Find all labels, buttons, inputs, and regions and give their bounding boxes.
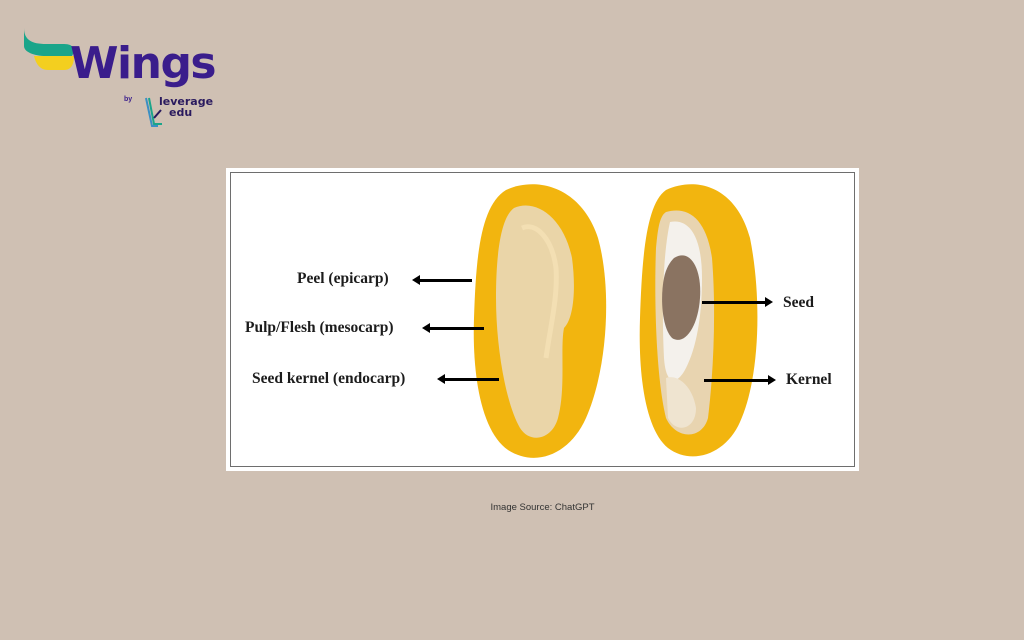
diagram-frame: [230, 172, 855, 467]
arrow-left-icon: [422, 323, 484, 332]
arrow-right-icon: [704, 375, 776, 384]
label-seed: Seed: [783, 294, 814, 311]
mango-half-left-image: [473, 184, 607, 458]
label-seed-kernel: Seed kernel (endocarp): [252, 370, 406, 387]
wing-swoosh-icon: [24, 28, 74, 70]
arrow-left-icon: [437, 374, 499, 383]
arrow-left-icon: [412, 275, 472, 284]
image-source-caption: Image Source: ChatGPT: [490, 502, 595, 513]
label-peel: Peel (epicarp): [297, 270, 389, 287]
label-kernel: Kernel: [786, 371, 832, 388]
arrow-right-icon: [702, 297, 773, 306]
wings-logo[interactable]: Wings by leverage edu: [24, 26, 217, 136]
brand-name: Wings: [70, 38, 217, 89]
partner-name: leverage edu: [159, 95, 214, 119]
leverage-edu-logo-icon: [145, 97, 162, 127]
mango-half-right-image: [639, 184, 758, 457]
by-label: by: [124, 96, 133, 103]
label-pulp-flesh: Pulp/Flesh (mesocarp): [245, 319, 394, 336]
mango-diagram: Peel (epicarp) Pulp/Flesh (mesocarp) See…: [226, 168, 859, 471]
